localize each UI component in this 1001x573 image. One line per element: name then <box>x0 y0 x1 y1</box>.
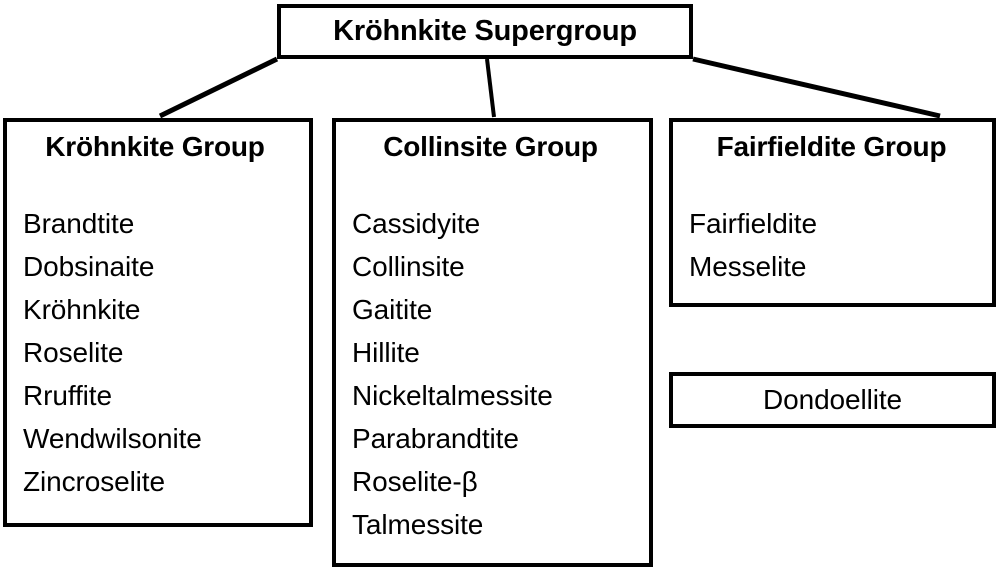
list-item: Fairfieldite <box>689 208 817 239</box>
group-box-fairfieldite: Fairfieldite Group Fairfieldite Messelit… <box>669 118 996 307</box>
member-list-fairfieldite: Fairfieldite Messelite <box>673 202 992 288</box>
list-item: Wendwilsonite <box>23 423 202 454</box>
unassigned-box-dondoellite: Dondoellite <box>669 372 996 428</box>
list-item: Rruffite <box>23 380 112 411</box>
supergroup-title: Kröhnkite Supergroup <box>333 15 637 47</box>
unassigned-label: Dondoellite <box>763 384 902 415</box>
list-item: Nickeltalmessite <box>352 380 553 411</box>
list-item: Collinsite <box>352 251 465 282</box>
list-item: Dobsinaite <box>23 251 155 282</box>
connector-middle-vertical <box>485 58 496 118</box>
supergroup-box: Kröhnkite Supergroup <box>277 4 693 59</box>
group-header-krohnkite: Kröhnkite Group <box>45 131 265 162</box>
list-item: Cassidyite <box>352 208 481 239</box>
list-item: Talmessite <box>352 509 484 540</box>
group-header-collinsite: Collinsite Group <box>383 131 598 162</box>
list-item: Messelite <box>689 251 807 282</box>
list-item: Hillite <box>352 337 420 368</box>
list-item: Gaitite <box>352 294 433 325</box>
list-item: Zincroselite <box>23 466 165 497</box>
group-header-fairfieldite: Fairfieldite Group <box>716 131 947 162</box>
group-box-krohnkite: Kröhnkite Group Brandtite Dobsinaite Krö… <box>3 118 313 527</box>
group-box-collinsite: Collinsite Group Cassidyite Collinsite G… <box>332 118 653 567</box>
list-item: Roselite <box>23 337 124 368</box>
list-item: Roselite-β <box>352 466 478 497</box>
member-list-collinsite: Cassidyite Collinsite Gaitite Hillite Ni… <box>336 202 649 546</box>
connector-right-diagonal <box>692 56 941 119</box>
connector-left-diagonal <box>158 56 279 119</box>
list-item: Kröhnkite <box>23 294 141 325</box>
list-item: Brandtite <box>23 208 135 239</box>
member-list-krohnkite: Brandtite Dobsinaite Kröhnkite Roselite … <box>7 202 309 503</box>
list-item: Parabrandtite <box>352 423 519 454</box>
